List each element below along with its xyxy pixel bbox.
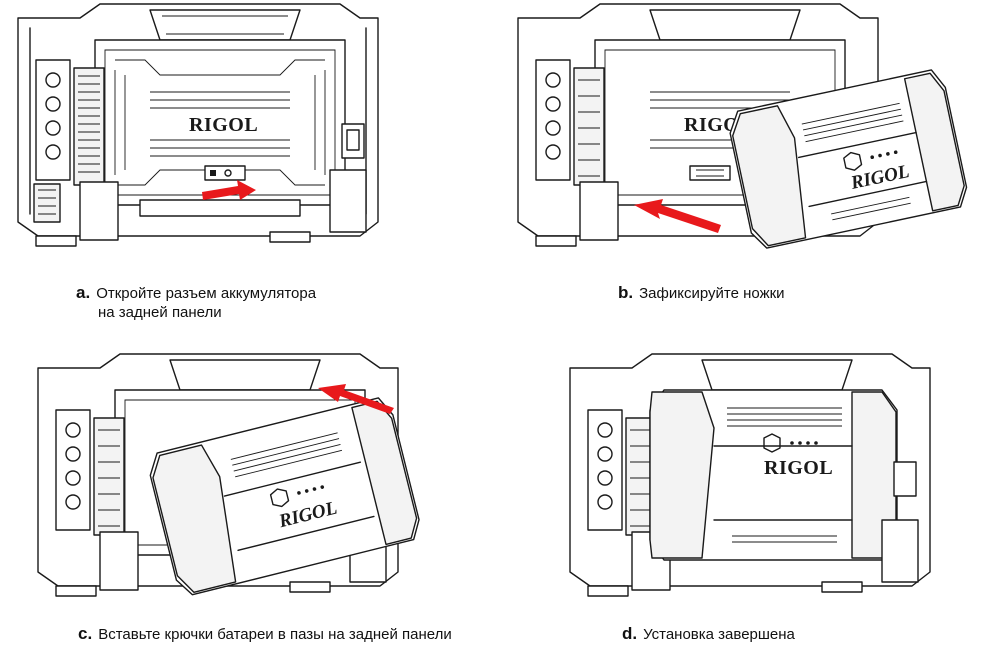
step-b-letter: b. — [618, 283, 634, 302]
brand-logo: RIGOL — [189, 114, 258, 136]
step-d-illustration: RIGOL — [552, 350, 952, 610]
step-c-illustration: RIGOL — [20, 350, 440, 610]
step-d-letter: d. — [622, 624, 638, 643]
battery-led-icon — [790, 441, 818, 445]
red-arrow-icon — [634, 199, 721, 233]
oscilloscope-complete-view: RIGOL — [569, 353, 931, 597]
battery-led-icon — [870, 150, 898, 159]
oscilloscope-insert-view: RIGOL — [37, 353, 420, 597]
red-arrow-icon — [318, 384, 394, 414]
battery-pack: RIGOL — [729, 69, 968, 249]
step-c-caption: c. Вставьте крючки батареи в пазы на задн… — [78, 624, 452, 644]
power-button-icon — [763, 433, 781, 453]
step-b-text: Зафиксируйте ножки — [639, 285, 785, 302]
battery-pack: RIGOL — [649, 389, 898, 561]
step-b-illustration: RIGOL RIGOL — [500, 0, 980, 260]
battery-pack: RIGOL — [149, 397, 420, 596]
step-a-letter: a. — [76, 283, 91, 302]
step-d-text: Установка завершена — [643, 626, 795, 643]
step-c-letter: c. — [78, 624, 93, 643]
step-b-caption: b. Зафиксируйте ножки — [618, 283, 785, 303]
oscilloscope-rear-view: RIGOL — [17, 3, 379, 247]
power-button-icon — [843, 151, 863, 171]
step-c-text: Вставьте крючки батареи в пазы на задней… — [98, 626, 452, 643]
step-a-text: Откройте разъем аккумулятора — [96, 285, 317, 302]
battery-led-icon — [297, 485, 325, 495]
battery-logo: RIGOL — [764, 457, 833, 479]
red-arrow-icon — [202, 180, 256, 200]
step-a-illustration: RIGOL — [0, 0, 400, 260]
power-button-icon — [269, 488, 290, 508]
oscilloscope-legs-view: RIGOL RIGOL — [517, 3, 968, 249]
step-a-text-line2: на задней панели — [98, 304, 222, 321]
step-a-caption: a. Откройте разъем аккумулятора на задней… — [76, 283, 316, 322]
step-d-caption: d. Установка завершена — [622, 624, 795, 644]
